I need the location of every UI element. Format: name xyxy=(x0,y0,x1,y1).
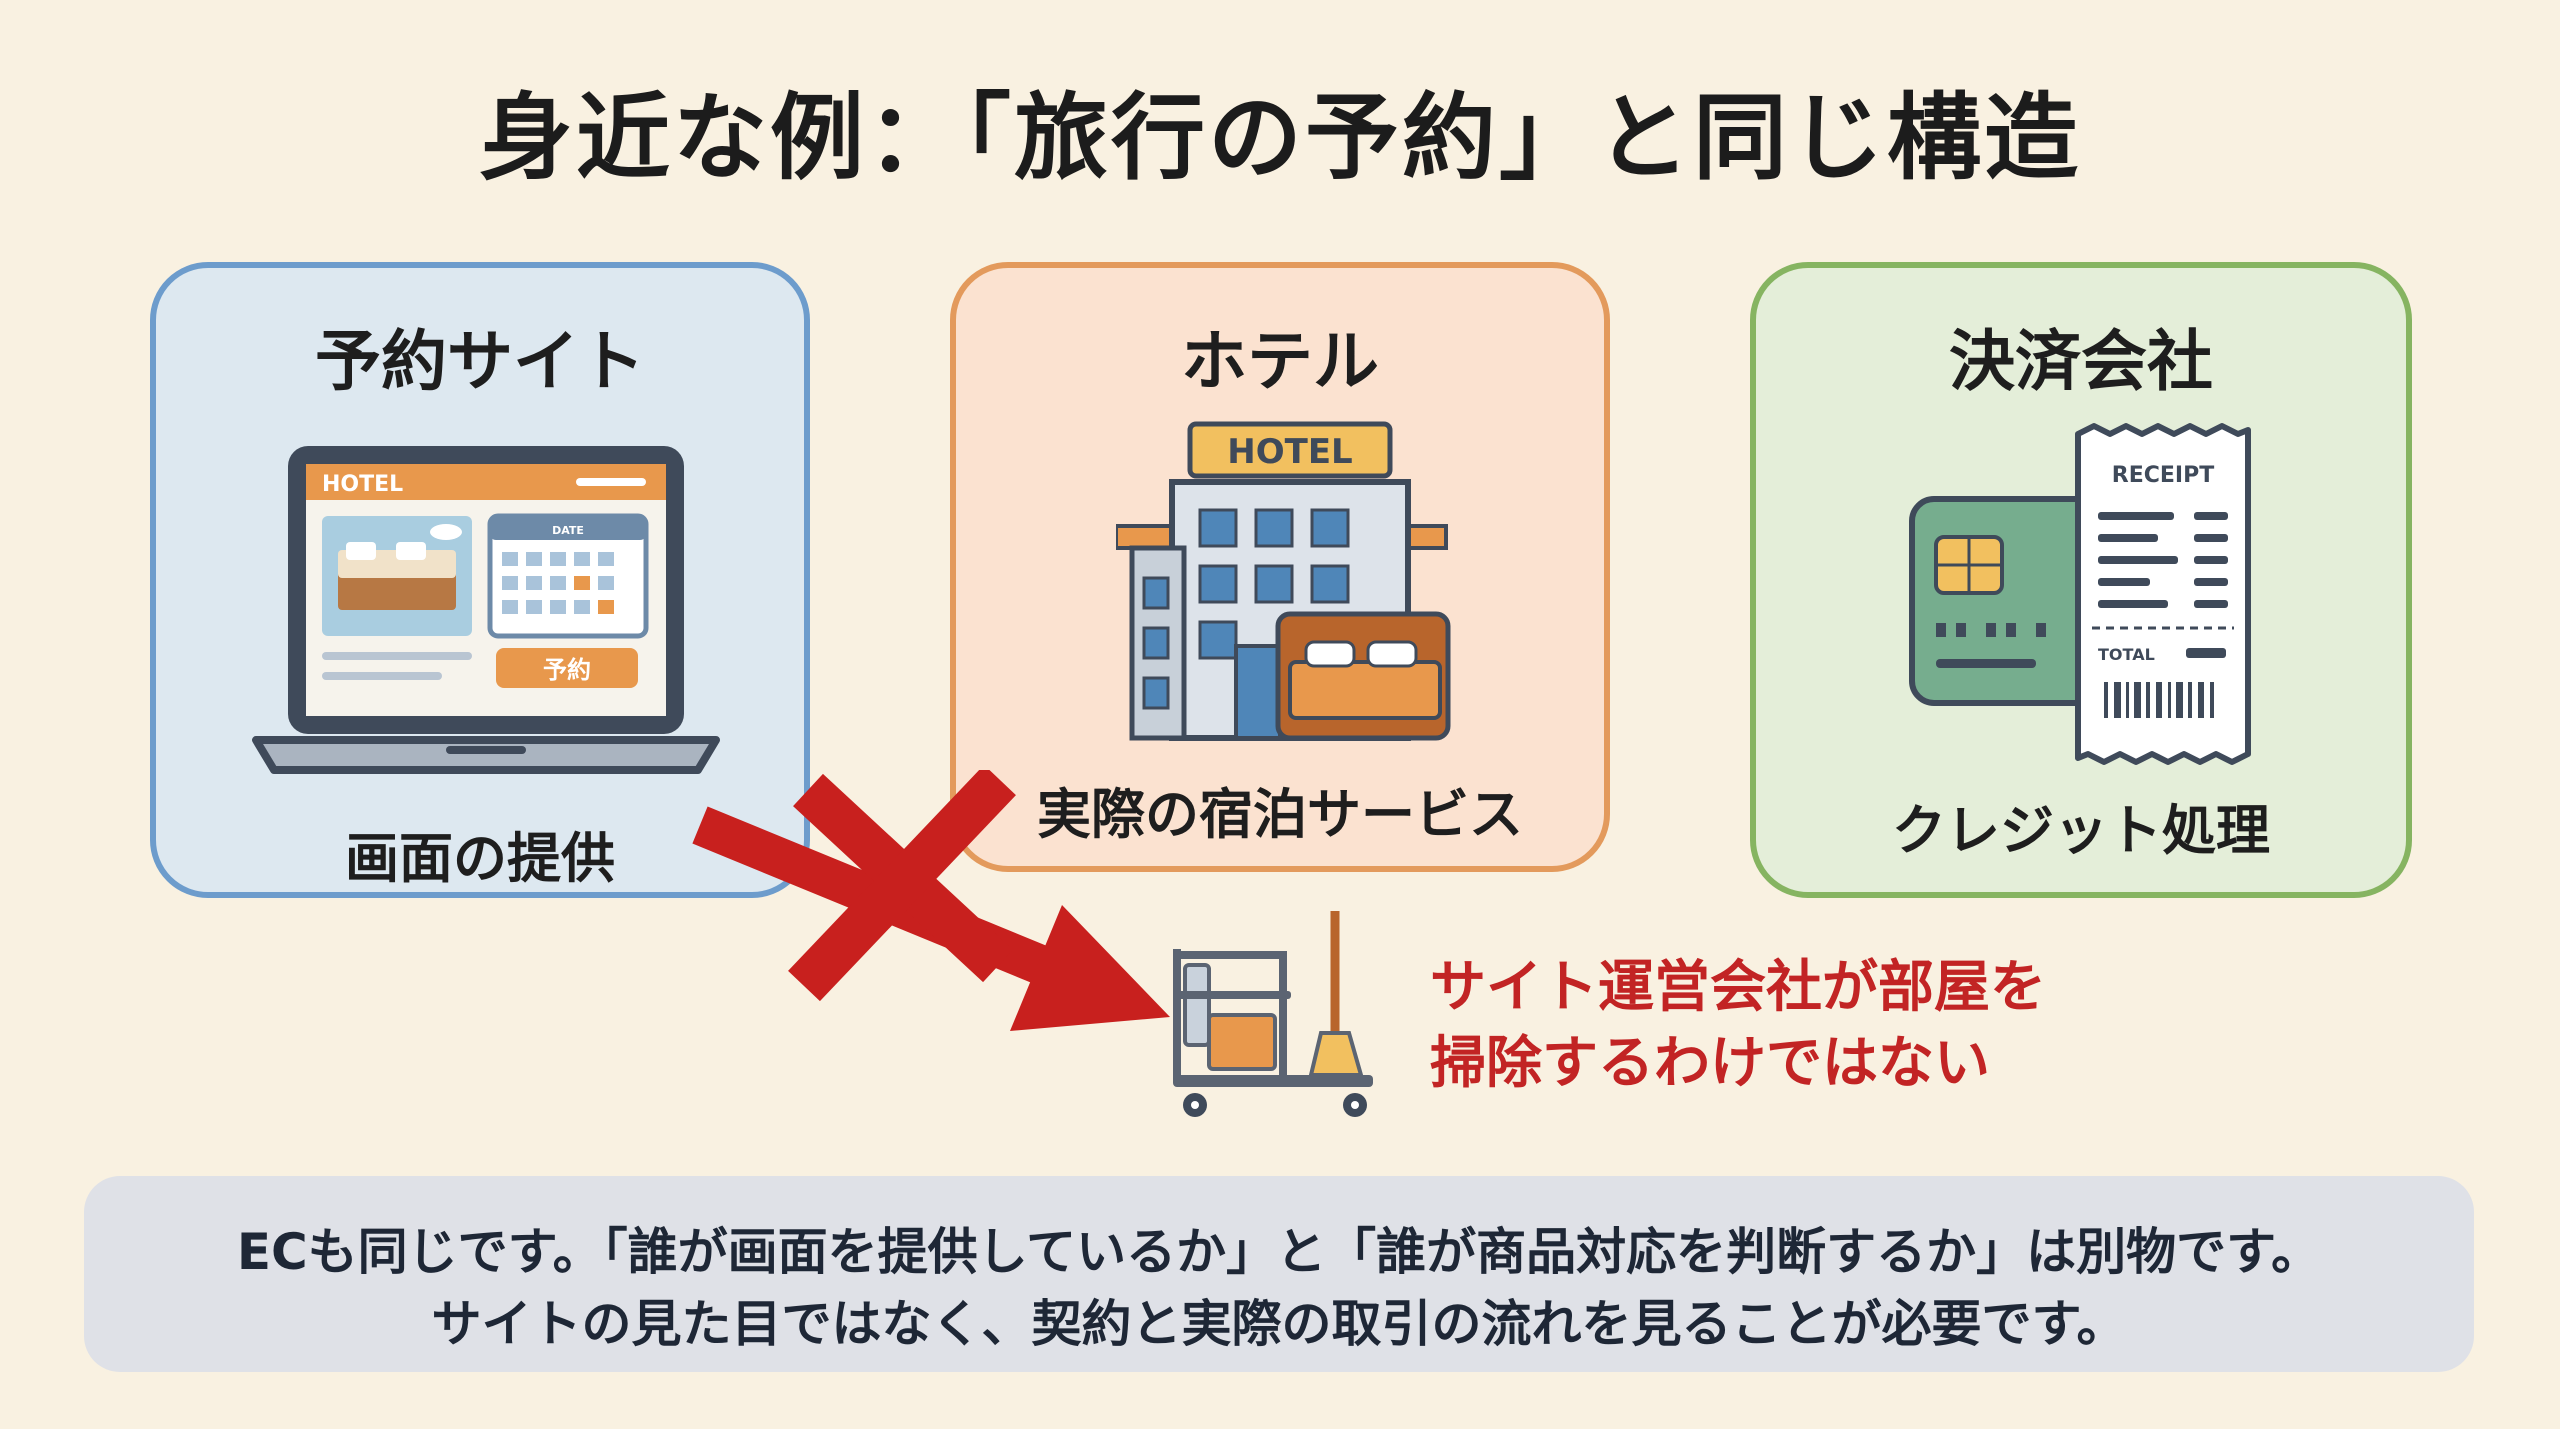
card-caption-hotel: 実際の宿泊サービス xyxy=(1037,783,1523,846)
receipt-title-text: RECEIPT xyxy=(2112,463,2214,488)
card-title-booking-site: 予約サイト xyxy=(315,323,645,400)
warning-line-1: サイト運営会社が部屋を xyxy=(1430,955,2046,1020)
hotel-building-icon: HOTEL xyxy=(1116,421,1451,741)
receipt-icon: RECEIPT TOTAL xyxy=(2075,423,2251,765)
warning-line-2: 掃除するわけではない xyxy=(1430,1031,1990,1096)
hotel-sign-text: HOTEL xyxy=(1227,432,1352,472)
page-title: 身近な例：「旅行の予約」と同じ構造 xyxy=(478,84,2081,193)
laptop-icon: HOTEL DATE 予約 xyxy=(252,446,720,774)
card-caption-payment-company: クレジット処理 xyxy=(1892,799,2270,862)
card-booking-site: 予約サイト HOTEL DATE 予約 画面の提供 xyxy=(150,262,810,898)
laptop-brand-text: HOTEL xyxy=(322,472,403,497)
card-hotel: ホテル HOTEL 実際の宿泊サービス xyxy=(950,262,1610,872)
cross-icon xyxy=(788,770,1016,1002)
warning-text: サイト運営会社が部屋を 掃除するわけではない xyxy=(1430,950,2046,1102)
receipt-total-text: TOTAL xyxy=(2098,645,2155,664)
footer-line-1: ECも同じです。「誰が画面を提供しているか」と「誰が商品対応を判断するか」は別物… xyxy=(236,1223,2322,1281)
footer-summary: ECも同じです。「誰が画面を提供しているか」と「誰が商品対応を判断するか」は別物… xyxy=(84,1176,2474,1372)
credit-card-icon xyxy=(1909,496,2111,706)
laptop-reserve-button: 予約 xyxy=(543,656,591,684)
calendar-label: DATE xyxy=(552,524,584,537)
card-payment-company: 決済会社 RECEIPT TOTAL クレジット処理 xyxy=(1750,262,2412,898)
card-caption-booking-site: 画面の提供 xyxy=(345,827,615,890)
cleaning-cart-icon xyxy=(1173,911,1373,1117)
card-title-payment-company: 決済会社 xyxy=(1949,323,2213,400)
card-title-hotel: ホテル xyxy=(1181,323,1379,400)
footer-line-2: サイトの見た目ではなく、契約と実際の取引の流れを見ることが必要です。 xyxy=(431,1295,2127,1353)
